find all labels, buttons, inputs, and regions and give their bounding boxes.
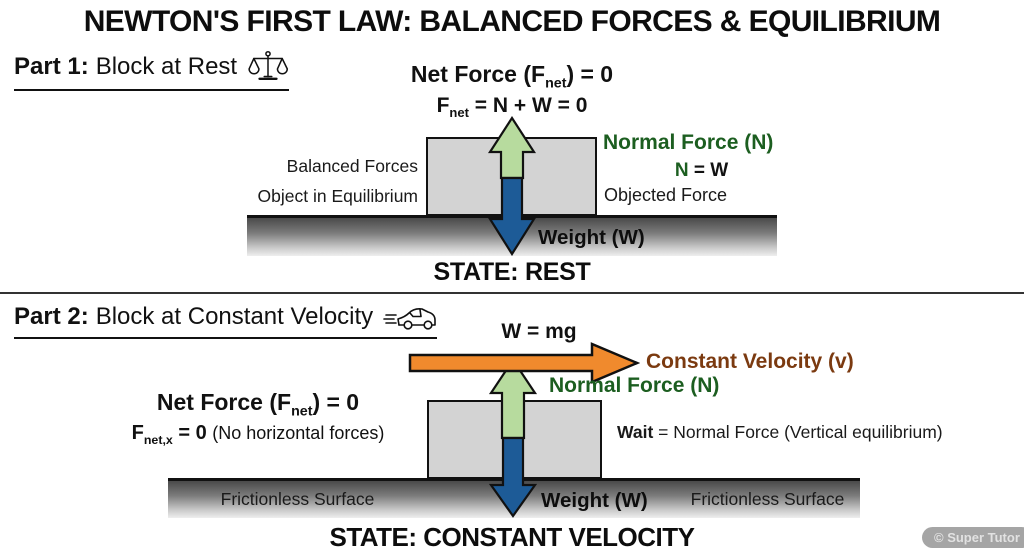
balance-scale-icon bbox=[248, 50, 289, 80]
normal-force-label-part1: Normal Force (N) bbox=[603, 131, 774, 154]
force-arrows-part2 bbox=[488, 358, 538, 518]
fnetx-equation: Fnet,x = 0 (No horizontal forces) bbox=[131, 421, 385, 447]
watermark-badge: © Super Tutor bbox=[922, 527, 1024, 548]
frictionless-surface-right-label: Frictionless Surface bbox=[690, 489, 845, 509]
normal-force-label-part2: Normal Force (N) bbox=[549, 374, 720, 397]
weight-label-part2: Weight (W) bbox=[541, 489, 648, 512]
equilibrium-label: Object in Equilibrium bbox=[257, 186, 418, 206]
part2-heading-text: Block at Constant Velocity bbox=[95, 303, 374, 330]
frictionless-surface-left-label: Frictionless Surface bbox=[220, 489, 375, 509]
part1-heading: Part 1: Block at Rest bbox=[14, 50, 290, 91]
part2-heading: Part 2: Block at Constant Velocity bbox=[14, 302, 438, 339]
fnet-equation: Fnet = N + W = 0 bbox=[436, 93, 588, 120]
velocity-arrow-right bbox=[408, 342, 640, 384]
weight-force-arrow-down bbox=[488, 176, 536, 256]
force-arrows-part1 bbox=[487, 116, 537, 256]
part1-heading-label: Part 1: bbox=[14, 53, 89, 80]
w-equals-mg-label: W = mg bbox=[501, 320, 577, 343]
net-force-equation: Net Force (Fnet) = 0 bbox=[156, 389, 360, 420]
part1-net-force-equations: Net Force (Fnet) = 0 Fnet = N + W = 0 bbox=[312, 61, 712, 120]
part2-net-force-equations: Net Force (Fnet) = 0 Fnet,x = 0 (No hori… bbox=[58, 389, 458, 447]
state-constant-velocity-label: STATE: CONSTANT VELOCITY bbox=[329, 522, 696, 552]
section-divider bbox=[0, 292, 1024, 294]
wait-normal-force-label: Wait = Normal Force (Vertical equilibriu… bbox=[617, 422, 943, 442]
part1-heading-text: Block at Rest bbox=[95, 53, 238, 80]
n-equals-w-label: N = W bbox=[674, 160, 729, 181]
weight-force-arrow-down bbox=[488, 436, 538, 518]
page-title: NEWTON'S FIRST LAW: BALANCED FORCES & EQ… bbox=[83, 5, 941, 38]
velocity-arrow bbox=[408, 342, 640, 384]
constant-velocity-label: Constant Velocity (v) bbox=[646, 350, 854, 373]
normal-force-arrow-up bbox=[487, 116, 537, 180]
state-rest-label: STATE: REST bbox=[433, 258, 591, 286]
part2-heading-label: Part 2: bbox=[14, 303, 89, 330]
objected-force-label: Objected Force bbox=[604, 185, 728, 205]
balanced-forces-label: Balanced Forces bbox=[286, 156, 418, 176]
net-force-equation: Net Force (Fnet) = 0 bbox=[410, 61, 614, 92]
weight-label-part1: Weight (W) bbox=[538, 226, 645, 249]
car-icon bbox=[383, 308, 436, 330]
